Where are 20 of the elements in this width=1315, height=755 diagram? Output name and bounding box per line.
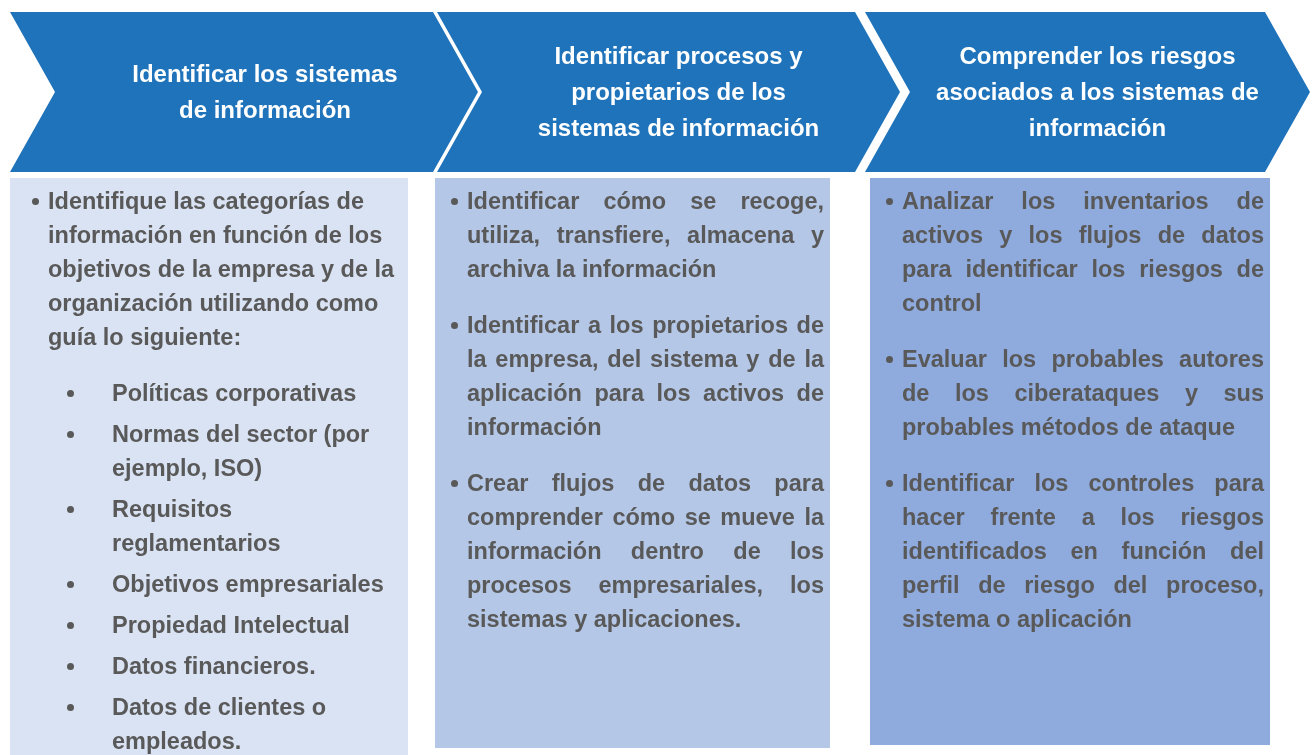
bullet-item: Requisitos reglamentarios [112,496,281,556]
bullet-text: Identificar cómo se recoge, utiliza, transfiere, almacena y archiva la información [467,187,824,284]
bullet-item: Propiedad Intelectual [112,612,350,638]
bullet-item: Políticas corporativas [112,380,357,406]
step-title: Identificar procesos y propietarios de los sistemas de información [536,41,821,143]
step-title: Comprender los riesgos asociados a los sistemas de información [935,41,1260,143]
bullet-item: Datos financieros. [112,653,316,679]
text-panel [10,178,408,755]
bullet-text: Identificar a los propietarios de la empresa, del sistema y de la aplicación para los activos de información [467,311,824,442]
text-panel [870,178,1270,745]
bullet-text: Identificar los controles para hacer frente a los riesgos identificados en función del perfil de riesgo del proceso, sistema o aplicación [902,469,1264,634]
bullet-item: Objetivos empresariales [112,571,384,597]
bullet-text: Analizar los inventarios de activos y los flujos de datos para identificar los riesgos de control [902,187,1264,318]
bullet-item: Normas del sector (por ejemplo, ISO) [112,421,370,481]
text-panel [435,178,830,748]
bullet-item: Datos de clientes o empleados. [112,694,327,754]
bullet-text: Evaluar los probables autores de los ciberataques y sus probables métodos de ataque [902,345,1264,442]
step-title: Identificar los sistemas de información [131,59,399,125]
bullet-text: Crear flujos de datos para comprender cómo se mueve la información dentro de los procesos empresariales, los sistemas y aplicaciones. [467,469,824,634]
bullet-text: Identifique las categorías de información en función de los objetivos de la empresa y de la organización utilizando como guía lo siguiente: [48,187,396,352]
